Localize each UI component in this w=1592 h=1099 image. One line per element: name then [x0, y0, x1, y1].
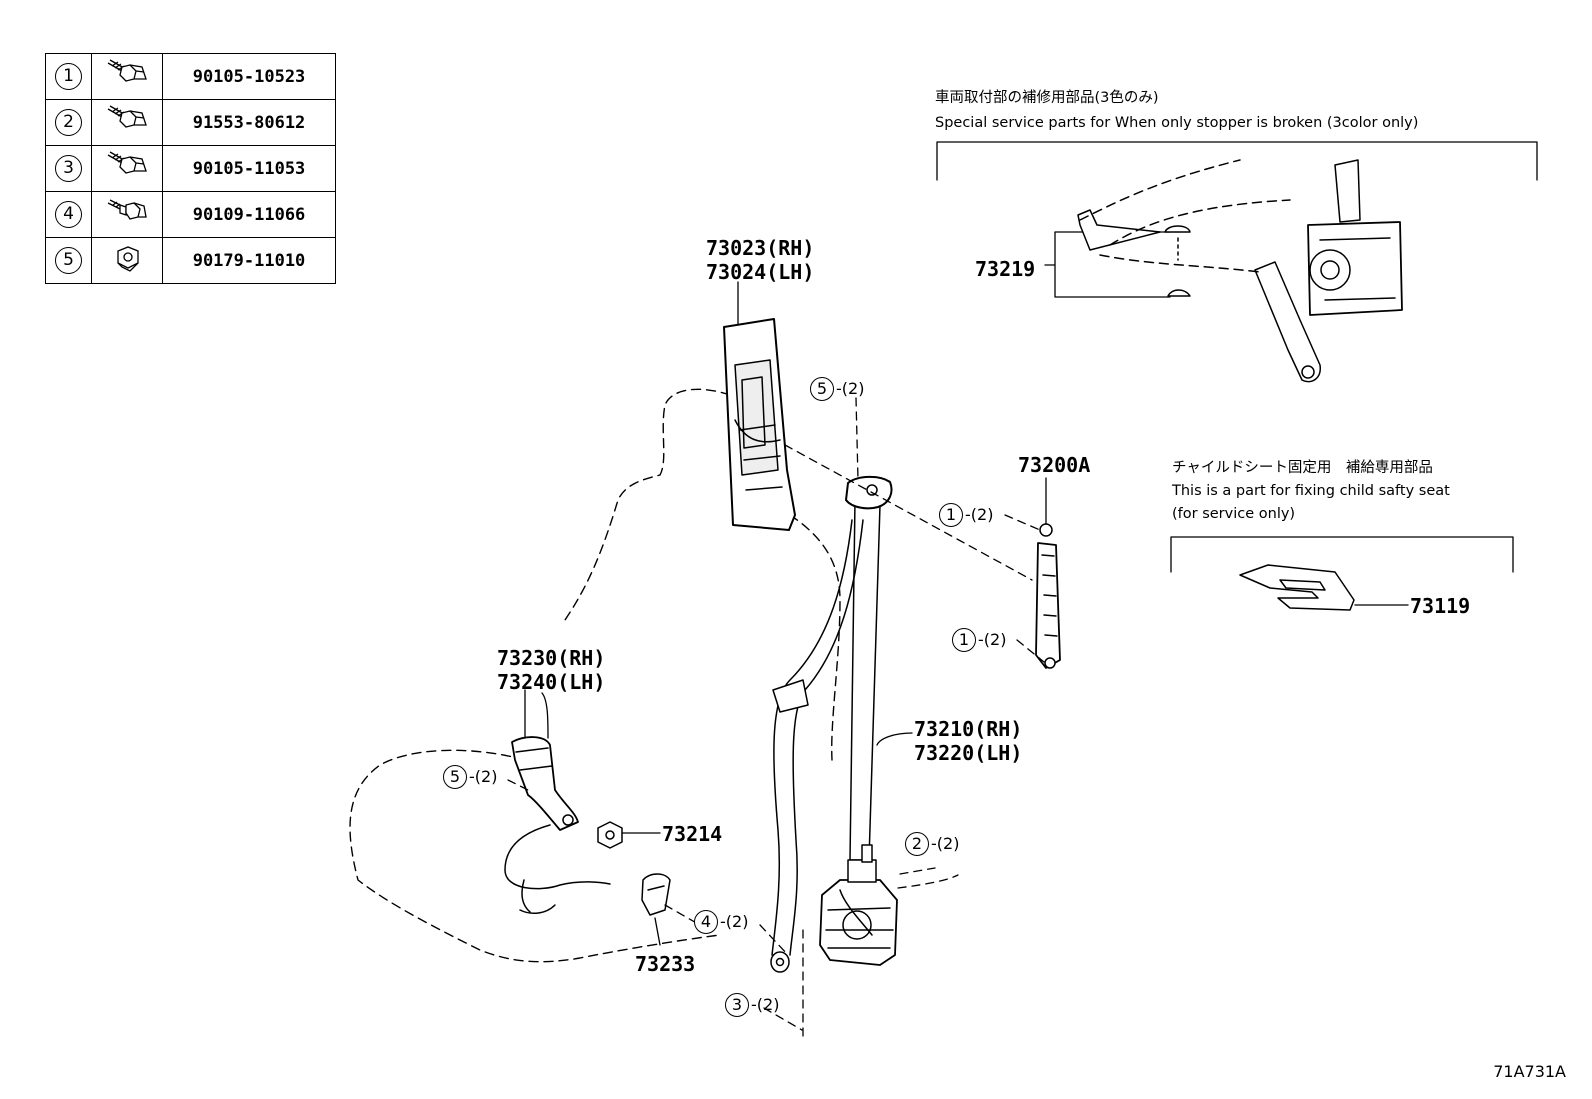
fastener-row: 1 90105-10523	[45, 53, 336, 100]
fastener-table: 1 90105-10523 2 91553-80612 3 90105-11053 4 901…	[45, 53, 336, 284]
callout-4-mid: 4-(2)	[694, 910, 748, 934]
fastener-index-cell: 2	[45, 99, 92, 146]
fastener-icon-cell	[91, 99, 163, 146]
hex-nut-icon	[104, 245, 150, 281]
callout-qty: -(2)	[751, 995, 780, 1014]
fastener-index: 2	[55, 109, 82, 136]
fastener-index: 4	[55, 201, 82, 228]
fastener-row: 3 90105-11053	[45, 145, 336, 192]
fastener-index-cell: 4	[45, 191, 92, 238]
callout-number: 3	[725, 993, 749, 1017]
fastener-icon-cell	[91, 145, 163, 192]
label-73219: 73219	[975, 257, 1036, 281]
label-73119: 73119	[1410, 594, 1471, 618]
fastener-part-number: 91553-80612	[162, 99, 336, 146]
callout-number: 2	[905, 832, 929, 856]
callout-2-right: 2-(2)	[905, 832, 959, 856]
child-seat-note-jp: チャイルドシート固定用 補給専用部品	[1172, 460, 1433, 476]
child-seat-detail	[1170, 536, 1514, 611]
fastener-index: 1	[55, 63, 82, 90]
retractor	[819, 844, 898, 966]
fastener-row: 2 91553-80612	[45, 99, 336, 146]
fastener-row: 5 90179-11010	[45, 237, 336, 284]
fastener-index: 5	[55, 247, 82, 274]
fastener-index-cell: 1	[45, 53, 92, 100]
fastener-icon-cell	[91, 53, 163, 100]
callout-number: 4	[694, 910, 718, 934]
callout-number: 1	[952, 628, 976, 652]
label-73230-73240: 73230(RH) 73240(LH)	[497, 646, 606, 694]
inner-buckle	[504, 736, 611, 915]
seat-outline	[349, 388, 841, 963]
label-73023-73024: 73023(RH) 73024(LH)	[706, 236, 815, 284]
special-parts-note-en: Special service parts for When only stop…	[935, 115, 1419, 131]
label-73210-73220: 73210(RH) 73220(LH)	[914, 717, 1023, 765]
callout-5-left: 5-(2)	[443, 765, 497, 789]
fastener-index-cell: 3	[45, 145, 92, 192]
child-seat-note-en1: This is a part for fixing child safty se…	[1172, 483, 1450, 499]
shoulder-bolt-icon	[104, 198, 150, 235]
cover-73233	[641, 873, 671, 916]
stopper-detail	[936, 141, 1538, 383]
fastener-row: 4 90109-11066	[45, 191, 336, 238]
fastener-index-cell: 5	[45, 237, 92, 284]
callout-qty: -(2)	[469, 767, 498, 786]
child-seat-note: チャイルドシート固定用 補給専用部品 This is a part for fi…	[1172, 458, 1450, 525]
callout-qty: -(2)	[965, 505, 994, 524]
flange-bolt-icon	[104, 58, 150, 97]
fastener-part-number: 90105-11053	[162, 145, 336, 192]
fastener-icon-cell	[91, 237, 163, 284]
fastener-index: 3	[55, 155, 82, 182]
callout-number: 5	[443, 765, 467, 789]
flange-bolt-icon	[104, 150, 150, 189]
child-seat-note-en2: (for service only)	[1172, 506, 1296, 522]
pillar-garnish	[723, 318, 796, 531]
nut-73214	[597, 821, 623, 849]
callout-qty: -(2)	[978, 630, 1007, 649]
fastener-part-number: 90109-11066	[162, 191, 336, 238]
fastener-part-number: 90105-10523	[162, 53, 336, 100]
special-parts-note-jp: 車両取付部の補修用部品(3色のみ)	[935, 90, 1159, 106]
fastener-icon-cell	[91, 191, 163, 238]
special-parts-note: 車両取付部の補修用部品(3色のみ) Special service parts …	[935, 88, 1418, 134]
callout-qty: -(2)	[836, 379, 865, 398]
callout-1-upper: 1-(2)	[939, 503, 993, 527]
outer-belt-webbing	[770, 475, 893, 973]
callout-number: 1	[939, 503, 963, 527]
callout-3-bottom: 3-(2)	[725, 993, 779, 1017]
callout-5-top: 5-(2)	[810, 377, 864, 401]
callout-1-lower: 1-(2)	[952, 628, 1006, 652]
label-73233: 73233	[635, 952, 696, 976]
diagram-reference-code: 71A731A	[1493, 1062, 1566, 1081]
height-adjuster	[1035, 523, 1061, 669]
callout-number: 5	[810, 377, 834, 401]
callout-qty: -(2)	[720, 912, 749, 931]
callout-qty: -(2)	[931, 834, 960, 853]
label-73214: 73214	[662, 822, 723, 846]
label-73200A: 73200A	[1018, 453, 1091, 477]
flange-bolt-icon	[104, 104, 150, 143]
fastener-part-number: 90179-11010	[162, 237, 336, 284]
leader-lines	[524, 231, 1409, 946]
